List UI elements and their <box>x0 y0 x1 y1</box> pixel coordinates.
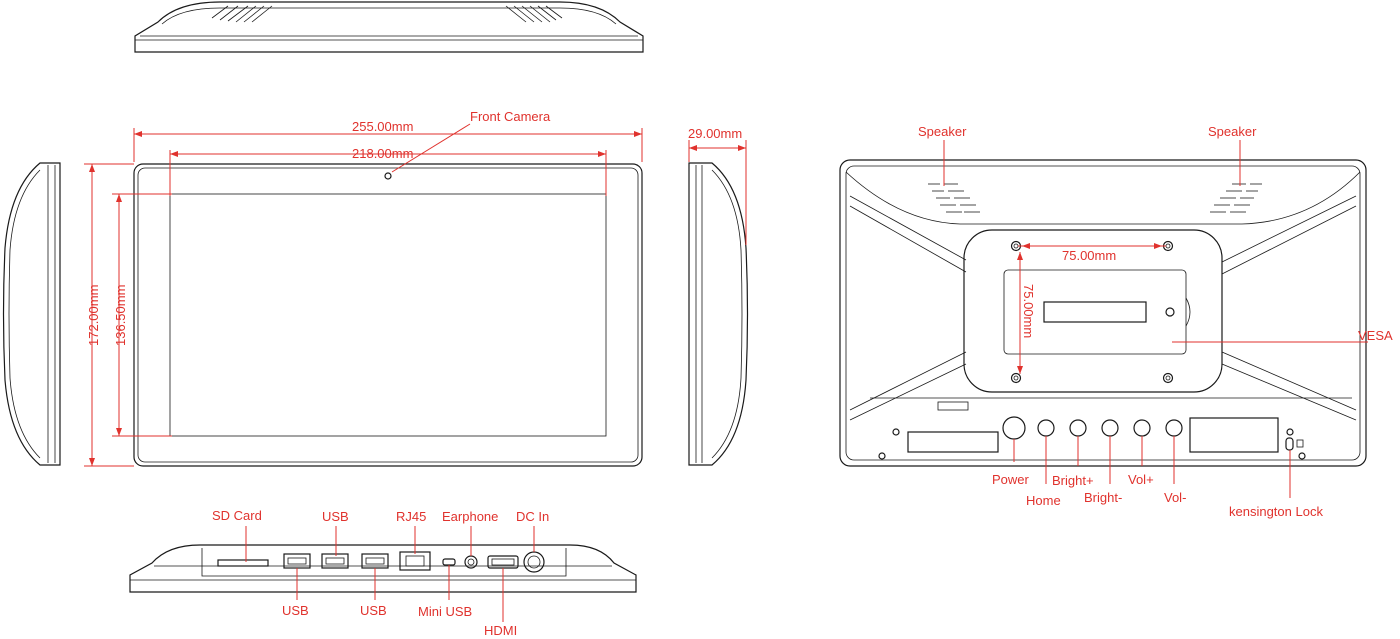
label-usb-top: USB <box>322 509 349 524</box>
back-speaker-right <box>1210 183 1262 213</box>
label-home: Home <box>1026 493 1061 508</box>
bottom-annotations <box>245 526 535 622</box>
front-dimensions <box>84 123 643 467</box>
label-vol-plus: Vol+ <box>1128 472 1154 487</box>
label-dc-in: DC In <box>516 509 549 524</box>
label-earphone: Earphone <box>442 509 498 524</box>
dim-screen-width: 218.00mm <box>352 146 413 161</box>
label-hdmi: HDMI <box>484 623 517 638</box>
bottom-view <box>129 544 637 593</box>
label-vol-minus: Vol- <box>1164 490 1186 505</box>
label-speaker-right: Speaker <box>1208 124 1257 139</box>
label-bright-minus: Bright- <box>1084 490 1122 505</box>
label-usb-bottom-1: USB <box>282 603 309 618</box>
back-speaker-left <box>928 183 980 213</box>
dim-screen-height: 136.50mm <box>113 285 128 346</box>
label-mini-usb: Mini USB <box>418 604 472 619</box>
label-usb-bottom-2: USB <box>360 603 387 618</box>
label-kensington-lock: kensington Lock <box>1229 504 1323 519</box>
back-annotations <box>943 140 1368 498</box>
dim-overall-width: 255.00mm <box>352 119 413 134</box>
dim-vesa-horizontal: 75.00mm <box>1062 248 1116 263</box>
label-front-camera: Front Camera <box>470 109 551 124</box>
top-vent-right <box>505 5 563 23</box>
dim-overall-height: 172.00mm <box>86 285 101 346</box>
right-side-view <box>688 140 749 466</box>
top-view <box>134 1 644 53</box>
dim-vesa-vertical: 75.00mm <box>1021 284 1036 338</box>
left-side-view <box>2 162 61 466</box>
label-rj45: RJ45 <box>396 509 426 524</box>
label-speaker-left: Speaker <box>918 124 967 139</box>
label-vesa: VESA <box>1358 328 1393 343</box>
back-view <box>839 159 1367 467</box>
front-view <box>133 163 643 467</box>
label-power: Power <box>992 472 1030 487</box>
label-sd-card: SD Card <box>212 508 262 523</box>
top-vent-left <box>211 5 273 23</box>
dim-depth: 29.00mm <box>688 126 742 141</box>
label-bright-plus: Bright+ <box>1052 473 1094 488</box>
